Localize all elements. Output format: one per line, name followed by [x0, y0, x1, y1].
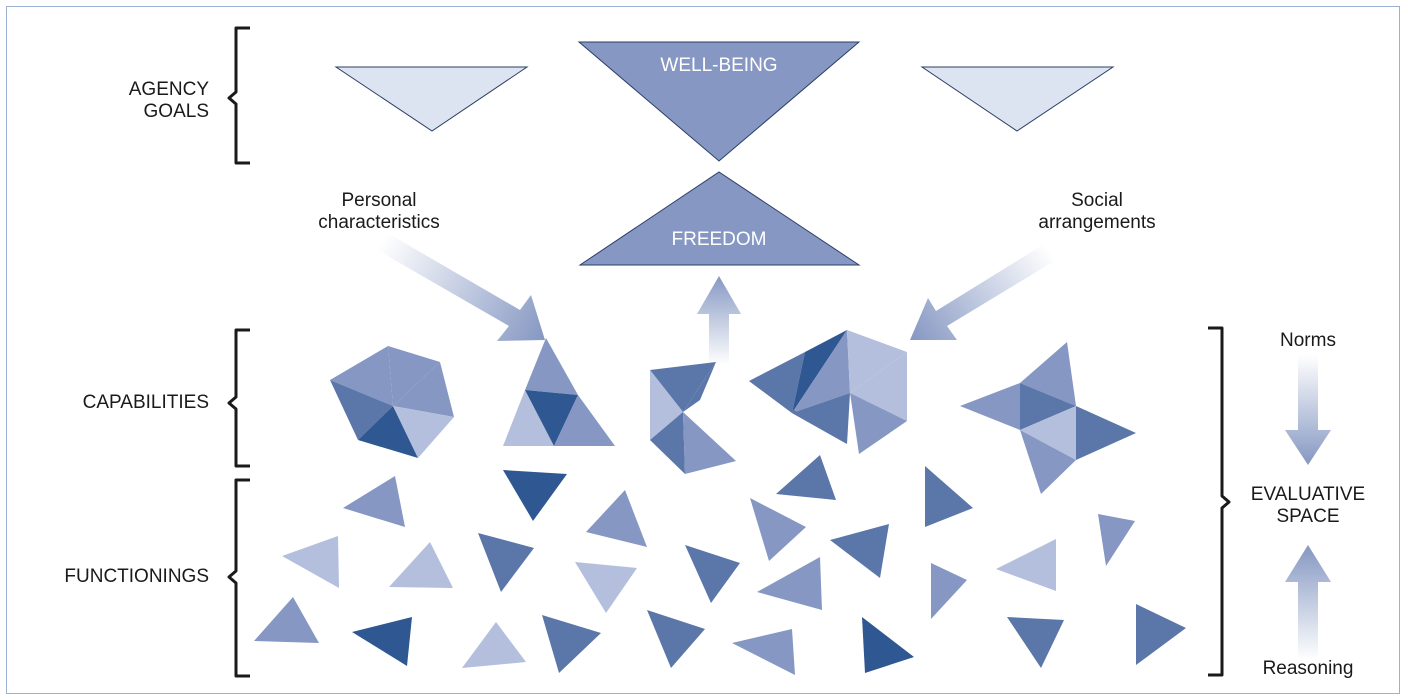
- well-being-label: WELL-BEING: [660, 55, 778, 76]
- personal-characteristics-label: Personal characteristics: [318, 190, 440, 233]
- agency-goals-label: AGENCY GOALS: [128, 79, 209, 122]
- norms-arrow: [1285, 355, 1331, 465]
- reasoning-label: Reasoning: [1262, 658, 1354, 679]
- capability-cluster-4: [749, 330, 907, 454]
- social-arrangements-label: Social arrangements: [1038, 190, 1156, 233]
- capabilities-label: CAPABILITIES: [82, 392, 209, 413]
- evaluative-space-bracket: [1208, 326, 1231, 677]
- norms-label: Norms: [1280, 330, 1336, 351]
- functionings-triangles: [254, 455, 1186, 675]
- functionings-label: FUNCTIONINGS: [64, 566, 209, 587]
- agency-goals-bracket: [227, 26, 250, 165]
- agency-goal-right-triangle: [920, 66, 1115, 132]
- personal-characteristics-arrow: [372, 231, 545, 341]
- diagram-frame: [6, 6, 1400, 694]
- well-being-triangle: [577, 41, 861, 162]
- agency-goal-left-triangle: [334, 66, 529, 132]
- freedom-triangle: [578, 171, 861, 266]
- social-arrangements-arrow: [910, 238, 1066, 340]
- capability-cluster-1: [330, 346, 454, 458]
- capability-cluster-5: [960, 342, 1136, 494]
- capabilities-bracket: [227, 328, 250, 468]
- functionings-bracket: [227, 478, 250, 678]
- capability-cluster-2: [503, 338, 615, 446]
- freedom-up-arrow: [697, 276, 741, 365]
- evaluative-space-label: EVALUATIVE SPACE: [1250, 484, 1366, 527]
- capability-cluster-3: [650, 362, 736, 474]
- freedom-label: FREEDOM: [671, 229, 767, 250]
- reasoning-arrow: [1285, 545, 1331, 660]
